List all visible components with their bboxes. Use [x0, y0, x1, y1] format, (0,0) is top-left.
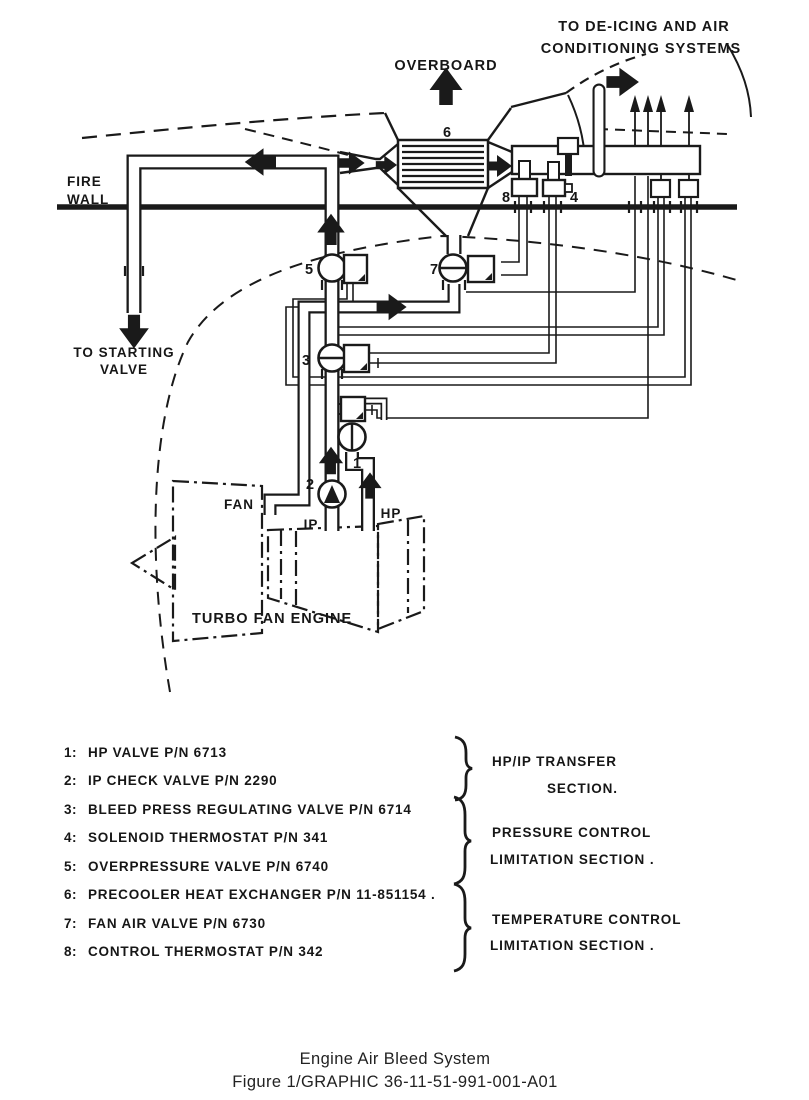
legend-text: FAN AIR VALVE P/N 6730 [88, 916, 266, 931]
section-temperature-line2: LIMITATION SECTION . [490, 938, 655, 953]
callout-7: 7 [430, 262, 438, 278]
callout-8: 8 [502, 190, 510, 206]
flow-arrows [119, 67, 639, 499]
section-pressure-line1: PRESSURE CONTROL [492, 825, 651, 840]
legend-num: 5: [64, 859, 77, 874]
label-turbo-fan-engine: TURBO FAN ENGINE [192, 611, 352, 627]
legend-text: BLEED PRESS REGULATING VALVE P/N 6714 [88, 802, 412, 817]
manifold-sensor [556, 136, 580, 156]
callout-6: 6 [443, 125, 451, 141]
legend-num: 3: [64, 802, 77, 817]
legend-text: OVERPRESSURE VALVE P/N 6740 [88, 859, 329, 874]
label-starting-line2: VALVE [100, 362, 148, 377]
callout-5: 5 [305, 262, 313, 278]
label-deicing-line1: TO DE-ICING AND AIR [558, 19, 730, 35]
figure-caption: Engine Air Bleed System Figure 1/GRAPHIC… [232, 1050, 557, 1091]
legend-num: 2: [64, 773, 77, 788]
precooler-assembly [339, 107, 513, 237]
overboard-vent-lines [630, 95, 694, 147]
callout-3: 3 [302, 353, 310, 369]
label-deicing-line2: CONDITIONING SYSTEMS [541, 41, 741, 57]
label-hp: HP [381, 506, 402, 521]
section-hpip-line1: HP/IP TRANSFER [492, 754, 617, 769]
section-hpip-line2: SECTION. [547, 781, 618, 796]
de-icing-arrow [606, 67, 639, 97]
starting-valve-arrow [119, 314, 149, 349]
turbofan-engine-outline [129, 479, 426, 643]
legend-text: HP VALVE P/N 6713 [88, 745, 227, 760]
legend-text: IP CHECK VALVE P/N 2290 [88, 773, 277, 788]
legend-num: 4: [64, 830, 77, 845]
pipes [126, 154, 462, 531]
callout-1: 1 [353, 456, 361, 472]
control-sense-lines [285, 176, 692, 419]
caption-title: Engine Air Bleed System [300, 1050, 491, 1068]
callout-4: 4 [570, 190, 578, 206]
sense-probe-a [649, 178, 672, 199]
sense-probe-b [677, 178, 700, 199]
legend-num: 6: [64, 887, 77, 902]
legend-text: SOLENOID THERMOSTAT P/N 341 [88, 830, 328, 845]
label-overboard: OVERBOARD [394, 58, 497, 74]
section-braces [453, 735, 473, 973]
collector-manifold [510, 83, 702, 199]
to-firewall-arrow [244, 148, 276, 176]
label-ip: IP [304, 517, 319, 532]
legend-text: PRECOOLER HEAT EXCHANGER P/N 11-851154 . [88, 887, 436, 902]
precooler-matrix-hatch [402, 144, 484, 184]
overpressure-valve-5 [317, 253, 347, 283]
control-thermostat-8 [510, 177, 539, 198]
pipe-joint-ticks [123, 201, 699, 379]
label-firewall-line2: WALL [67, 192, 109, 207]
legend-num: 8: [64, 944, 77, 959]
caption-figure-number: Figure 1/GRAPHIC 36-11-51-991-001-A01 [232, 1073, 557, 1091]
label-firewall-line1: FIRE [67, 174, 102, 189]
label-fan: FAN [224, 497, 254, 512]
legend-num: 1: [64, 745, 77, 760]
legend-text: CONTROL THERMOSTAT P/N 342 [88, 944, 323, 959]
legend-num: 7: [64, 916, 77, 931]
solenoid-thermostat-4 [541, 178, 567, 198]
diagram-labels: TO DE-ICING AND AIR CONDITIONING SYSTEMS… [67, 19, 741, 627]
fan-flow-arrow [376, 293, 407, 321]
valves [317, 253, 496, 509]
section-labels: HP/IP TRANSFER SECTION. PRESSURE CONTROL… [490, 754, 681, 953]
callout-2: 2 [306, 477, 314, 493]
section-temperature-line1: TEMPERATURE CONTROL [492, 912, 681, 927]
label-starting-line1: TO STARTING [73, 345, 174, 360]
vent-arrowheads [630, 95, 694, 112]
legend: 1: HP VALVE P/N 6713 2: IP CHECK VALVE P… [64, 745, 436, 959]
section-pressure-line2: LIMITATION SECTION . [490, 852, 655, 867]
